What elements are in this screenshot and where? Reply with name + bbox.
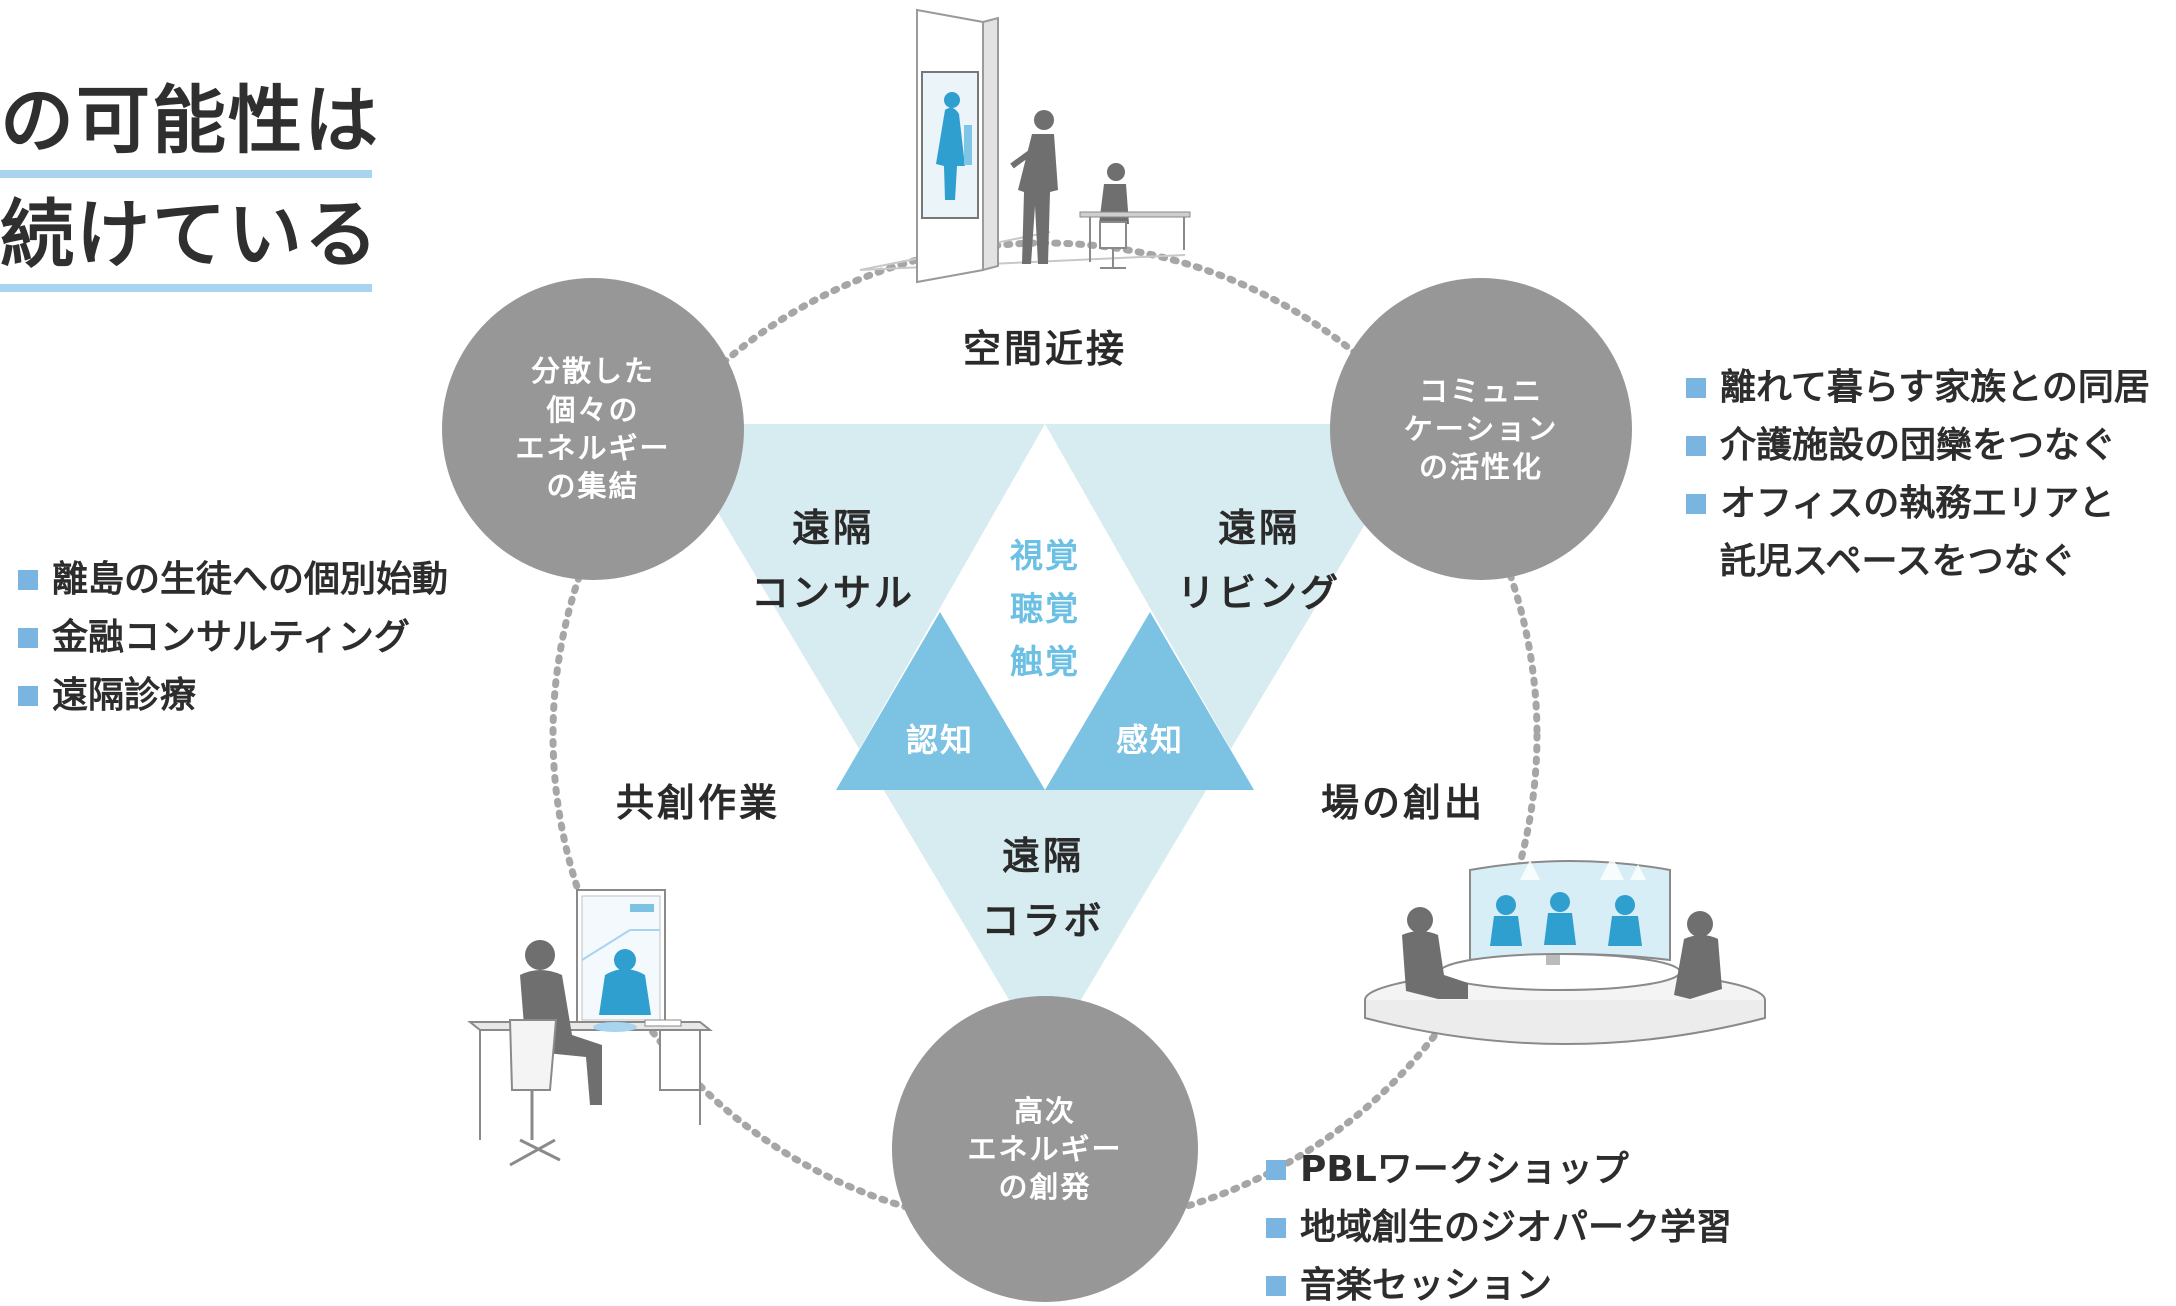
bullet-square-icon [1266,1218,1286,1238]
illustration-round-table [1364,856,1766,1045]
title-line-2: 続けている [0,192,380,278]
list-item: 音楽セッション [1266,1268,1732,1304]
node-distributed-energy-label: 分散した 個々の エネルギー の集結 [515,354,671,504]
list-item: PBLワークショップ [1266,1152,1732,1188]
perception-triangle [1045,612,1254,790]
edge-label-top: 空間近接 [962,327,1127,371]
bullet-square-icon [18,686,38,706]
bullet-square-icon [18,628,38,648]
bullet-square-icon [1686,436,1706,456]
bullet-square-icon [1266,1160,1286,1180]
list-item: 遠隔診療 [18,678,448,714]
list-item: オフィスの執務エリアと [1686,486,2150,522]
node-communication-label: コミュニ ケーション の活性化 [1403,373,1559,485]
use-case-list-left: 離島の生徒への個別始動 金融コンサルティング 遠隔診療 [18,562,448,714]
illustration-spatial-display [859,8,1191,284]
perception-label: 感知 [1115,721,1184,759]
node-communication: コミュニ ケーション の活性化 [1330,278,1632,580]
list-item: 地域創生のジオパーク学習 [1266,1210,1732,1246]
edge-label-left: 共創作業 [615,781,780,825]
node-higher-energy: 高次 エネルギー の創発 [892,996,1198,1302]
bullet-square-icon [1686,494,1706,514]
bullet-square-icon [1266,1276,1286,1296]
zone-label-consult: 遠隔 コンサル [750,506,915,615]
title-underline-1 [0,170,372,178]
list-item-continuation: 託児スペースをつなぐ [1720,541,2076,582]
bullet-square-icon [1686,378,1706,398]
title-underline-2 [0,284,372,292]
bullet-square-icon [18,570,38,590]
use-case-list-bottom: PBLワークショップ 地域創生のジオパーク学習 音楽セッション [1266,1152,1732,1304]
list-item: 離島の生徒への個別始動 [18,562,448,598]
illustration-cocreation-desk [467,889,713,1167]
zone-label-living: 遠隔 リビング [1176,506,1341,615]
zone-label-collab: 遠隔 コラボ [981,834,1105,943]
list-item: 介護施設の団欒をつなぐ [1686,428,2150,464]
senses-label: 視覚 聴覚 触覚 [1010,536,1080,681]
use-case-list-right: 離れて暮らす家族との同居 介護施設の団欒をつなぐ オフィスの執務エリアと 託児ス… [1686,370,2150,580]
title-line-1: の可能性は [0,78,380,164]
node-distributed-energy: 分散した 個々の エネルギー の集結 [442,278,744,580]
edge-label-right: 場の創出 [1320,781,1485,825]
cognition-label: 認知 [905,721,974,759]
list-item: 離れて暮らす家族との同居 [1686,370,2150,406]
node-higher-energy-label: 高次 エネルギー の創発 [967,1093,1123,1205]
list-item: 金融コンサルティング [18,620,448,656]
cognition-triangle [836,612,1045,790]
